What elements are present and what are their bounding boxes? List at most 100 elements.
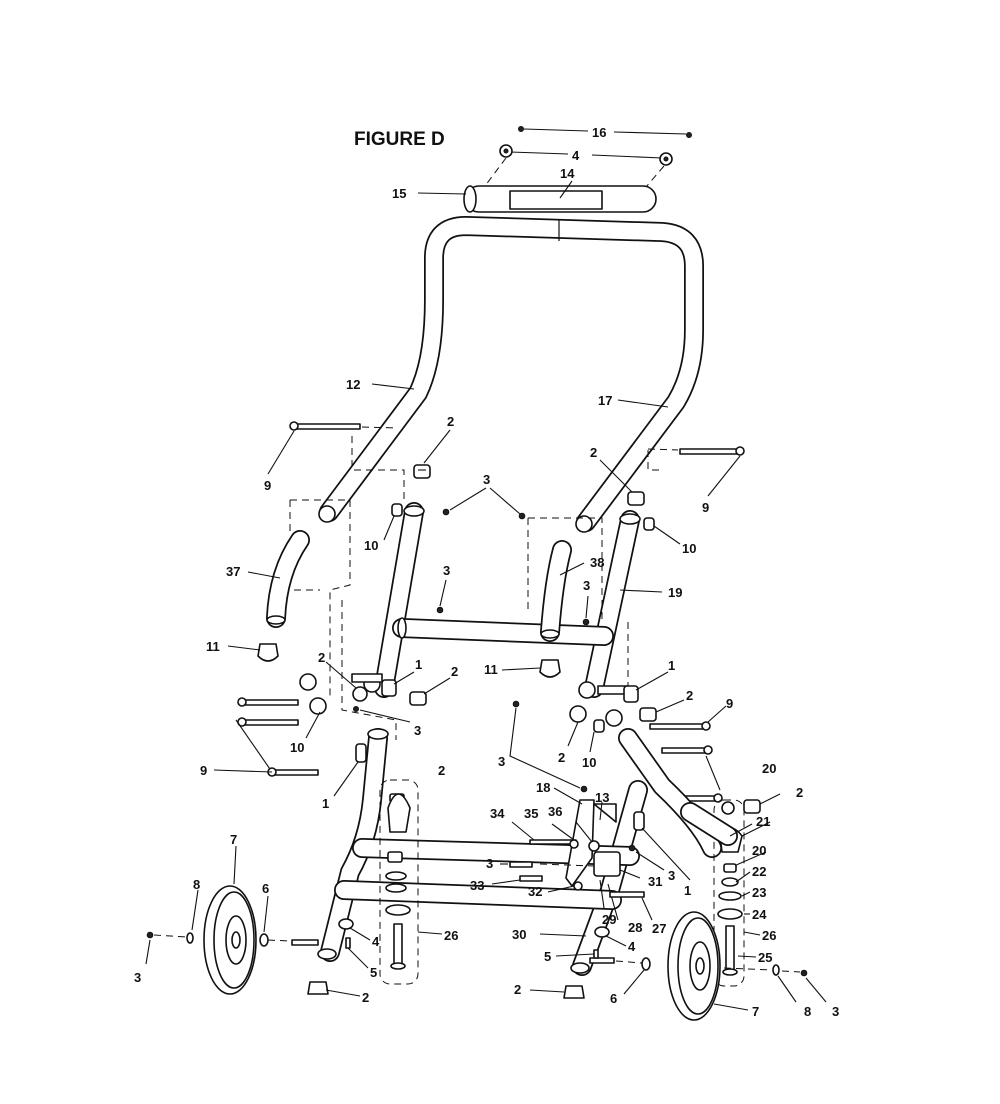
upper-handle-frame [318,216,704,533]
washer-8-right [772,964,780,976]
bushing-1-a [381,679,397,697]
callout-2-f: 2 [558,750,565,765]
washer-8-left [186,932,194,944]
lower-bolts [213,697,727,803]
callout-20-a: 20 [762,761,776,776]
pin-16-left [518,126,524,132]
bushing-1-b [623,685,639,703]
spacer-10-d [593,719,605,733]
callout-30: 30 [512,927,526,942]
callout-2-j: 2 [362,990,369,1005]
callout-10-b: 10 [682,541,696,556]
callout-5-a: 5 [370,965,377,980]
callout-2-g: 2 [438,763,445,778]
callout-24: 24 [752,907,767,922]
cap-2-g [639,707,657,722]
cap-2-b [627,491,645,506]
bolt-9-upper-left [295,423,361,430]
callout-3-h: 3 [134,970,141,985]
figure-title: FIGURE D [354,129,445,150]
tube-end-left [318,505,336,523]
callout-3-b: 3 [443,563,450,578]
callout-9-d: 9 [200,763,207,778]
callout-29: 29 [602,912,616,927]
callout-3-a: 3 [483,472,490,487]
cap-2-a [413,464,431,479]
callout-10-d: 10 [582,755,596,770]
callout-2-d: 2 [451,664,458,679]
callout-37: 37 [226,564,240,579]
cap-2-d [352,686,368,702]
callout-17: 17 [598,393,612,408]
callout-2-h: 2 [796,785,803,800]
nuts [436,487,590,793]
spacer-10-a [391,503,403,517]
callout-3-i: 3 [832,1004,839,1019]
spacer-10-b [643,517,655,531]
callout-8-a: 8 [193,877,200,892]
callout-10-c: 10 [290,740,304,755]
callout-21: 21 [756,814,770,829]
pin-34 [529,839,577,845]
callout-16: 16 [592,125,606,140]
label-14 [509,190,603,210]
callout-3-d: 3 [414,723,421,738]
callout-32: 32 [528,884,542,899]
callout-1-a: 1 [415,657,422,672]
callout-14: 14 [560,166,575,181]
uprights [374,502,663,698]
callout-7-a: 7 [230,832,237,847]
callout-2-e: 2 [686,688,693,703]
callout-23: 23 [752,885,766,900]
callout-13: 13 [595,790,609,805]
callout-4-a: 4 [372,934,380,949]
callout-3-g: 3 [668,868,675,883]
tube-end-right [575,515,593,533]
callout-1-c: 1 [322,796,329,811]
plate-13 [593,803,617,823]
cap-2-bottom-right [563,985,585,999]
spacer-10-c [309,697,327,715]
callout-8-b: 8 [804,1004,811,1019]
callout-3-e: 3 [498,754,505,769]
callout-12: 12 [346,377,360,392]
callout-4-b: 4 [628,939,636,954]
callout-11-a: 11 [206,639,220,654]
pin-16-right [686,132,692,138]
callout-35: 35 [524,806,538,821]
washer-6-right [641,957,651,971]
callout-1-d: 1 [684,883,691,898]
callout-10-a: 10 [364,538,378,553]
callout-11-b: 11 [484,662,498,677]
right-wheel-assembly [529,911,827,1021]
left-wheel-assembly [145,845,371,997]
lower-frame [317,728,781,987]
callout-36: 36 [548,804,562,819]
callout-20-b: 20 [752,843,766,858]
callout-22: 22 [752,864,766,879]
callout-19: 19 [668,585,682,600]
cap-11-left [257,643,279,662]
assembly-guides [289,436,662,740]
bolt-9-upper-right [679,448,739,455]
callout-5-b: 5 [544,949,551,964]
callout-6-b: 6 [610,991,617,1006]
callout-7-b: 7 [752,1004,759,1019]
callout-4-top: 4 [572,148,580,163]
callout-27: 27 [652,921,666,936]
callout-31: 31 [648,874,662,889]
callout-2-a: 2 [447,414,454,429]
callout-1-b: 1 [668,658,675,673]
block-31 [593,851,621,877]
callout-18: 18 [536,780,550,795]
washer-6-left [259,933,269,947]
callout-26-a: 26 [444,928,458,943]
callout-15: 15 [392,186,406,201]
cap-2-c [299,673,317,691]
callout-33: 33 [470,878,484,893]
callout-3-f: 3 [486,856,493,871]
callout-34: 34 [490,806,505,821]
callout-9-a: 9 [264,478,271,493]
callout-38: 38 [590,555,604,570]
